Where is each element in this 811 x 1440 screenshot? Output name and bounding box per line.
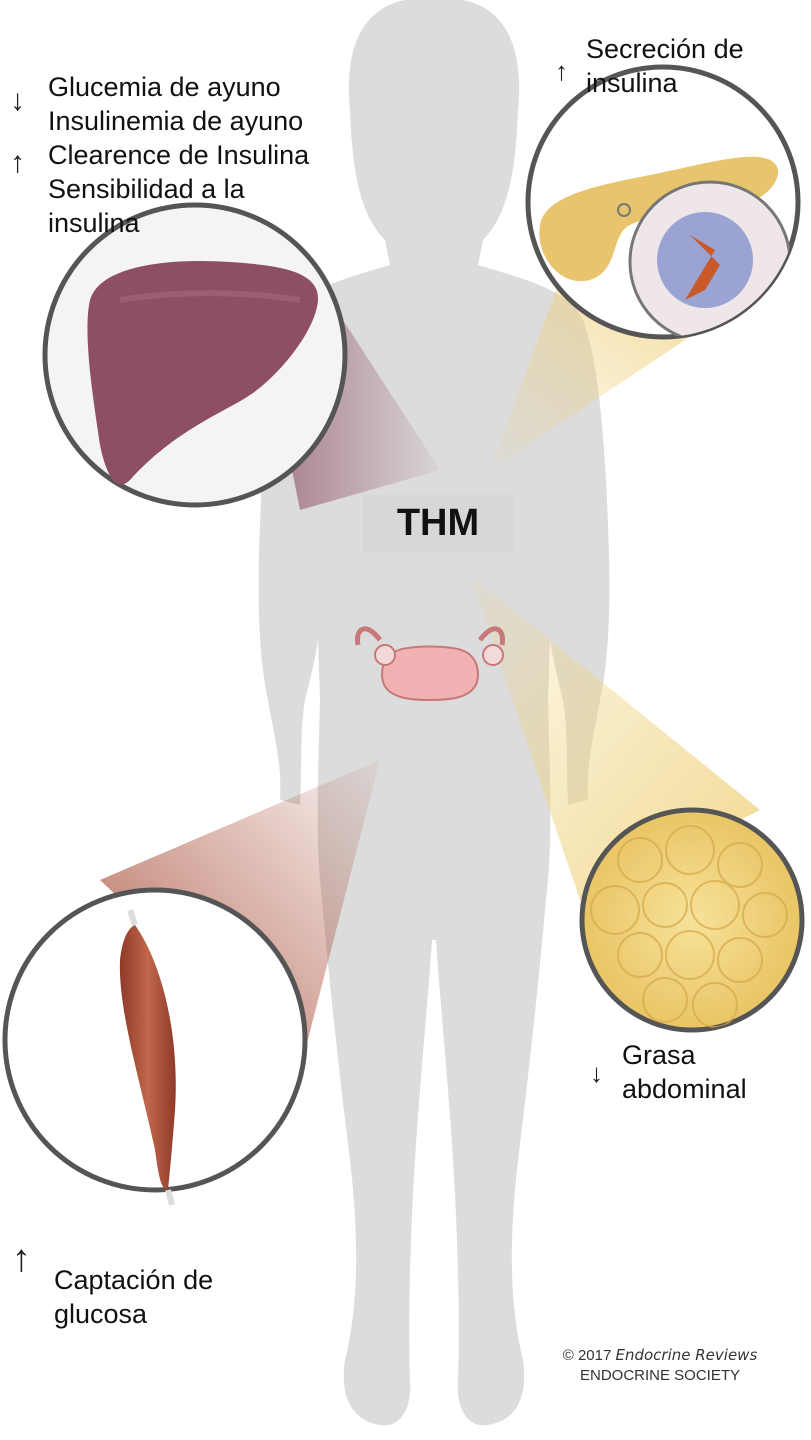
label-glucosa: glucosa: [54, 1297, 213, 1331]
label-secrecion: Secreción de: [586, 32, 744, 66]
label-sensibilidad-2: insulina: [48, 206, 309, 240]
fat-label: Grasa abdominal: [622, 1038, 747, 1106]
credit-year: © 2017: [563, 1347, 612, 1364]
credit-society: ENDOCRINE SOCIETY: [560, 1366, 760, 1386]
down-arrow-icon: ↓: [590, 1060, 603, 1086]
thm-label: THM: [397, 502, 479, 545]
label-grasa: Grasa: [622, 1038, 747, 1072]
liver-effects-list: Glucemia de ayuno Insulinemia de ayuno C…: [48, 70, 309, 240]
label-clearence: Clearence de Insulina: [48, 138, 309, 172]
muscle-label: Captación de glucosa: [54, 1263, 213, 1331]
copyright-credit: © 2017 Endocrine Reviews ENDOCRINE SOCIE…: [560, 1345, 760, 1386]
down-arrow-icon: ↓: [10, 88, 25, 114]
label-secrecion-2: insulina: [586, 66, 744, 100]
credit-journal: Endocrine Reviews: [615, 1346, 757, 1364]
up-arrow-icon: ↑: [10, 150, 25, 176]
label-sensibilidad: Sensibilidad a la: [48, 172, 309, 206]
label-glucemia: Glucemia de ayuno: [48, 70, 309, 104]
thm-label-box: THM: [363, 495, 513, 552]
label-abdominal: abdominal: [622, 1072, 747, 1106]
up-arrow-icon: ↑: [555, 58, 568, 84]
adipose-tissue-icon: [582, 810, 802, 1030]
label-captacion: Captación de: [54, 1263, 213, 1297]
pancreas-icon: [528, 67, 798, 342]
credit-line-1: © 2017 Endocrine Reviews: [560, 1345, 760, 1366]
liver-icon: [45, 205, 345, 505]
label-insulinemia: Insulinemia de ayuno: [48, 104, 309, 138]
up-arrow-icon: ↑: [12, 1240, 31, 1278]
pancreas-label: Secreción de insulina: [586, 32, 744, 100]
muscle-icon: [5, 890, 305, 1205]
